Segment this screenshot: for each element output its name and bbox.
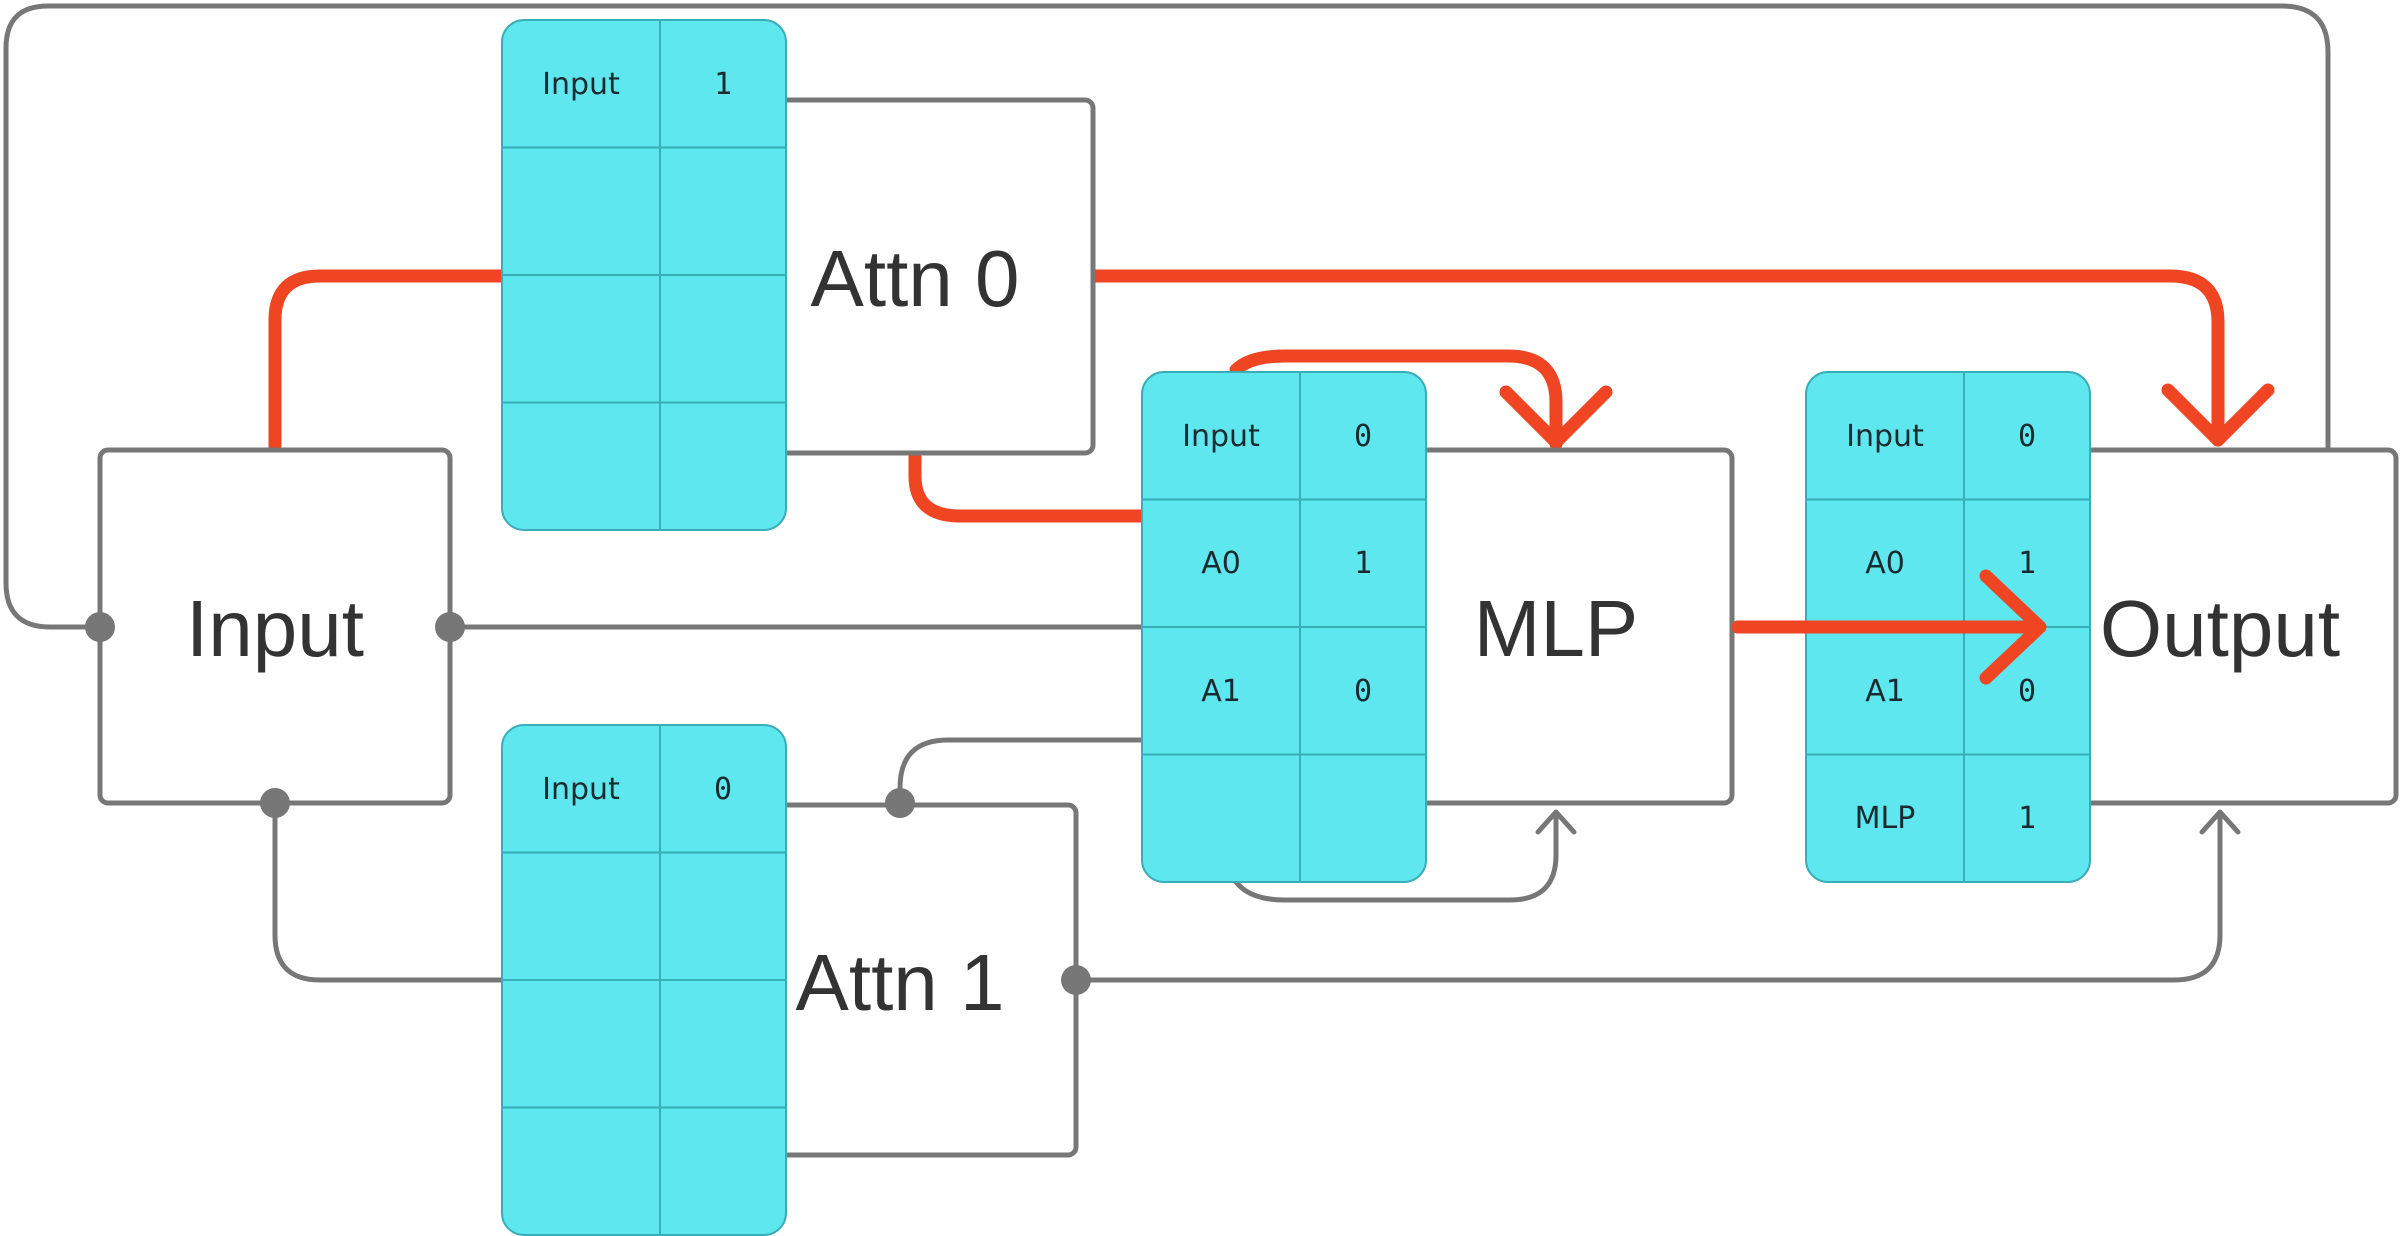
wire-attn1-to-output [1073, 812, 2223, 983]
highlight-input-to-attn0 [268, 269, 509, 453]
table-cell-key: Input [1182, 419, 1260, 454]
table-cell-value: 0 [1354, 419, 1372, 454]
node-labels: Input Attn 0 Attn 1 MLP Output [186, 234, 2340, 1027]
attn0-attention-table: Input 1 [501, 19, 787, 531]
attn0-label: Attn 0 [810, 234, 1019, 323]
table-cell-value: 1 [2018, 801, 2036, 836]
table-cell-value: 0 [714, 772, 732, 807]
highlight-mlp-loop-top [1229, 349, 1563, 451]
highlight-attn0-to-mlp [908, 450, 1149, 523]
attn1-label: Attn 1 [795, 938, 1004, 1027]
wire-mlp-self-loop [1233, 812, 1559, 903]
highlight-attn0-to-output [1089, 269, 2225, 447]
output-label: Output [2100, 584, 2340, 673]
table-cell-key: Input [542, 772, 620, 807]
table-cell-value: 1 [714, 67, 732, 102]
table-cell-value: 0 [1354, 674, 1372, 709]
mlp-input-table: Input 0 A0 1 A1 0 [1141, 371, 1427, 883]
mlp-label: MLP [1474, 584, 1639, 673]
table-cell-key: A0 [1865, 546, 1905, 581]
input-bottom-port[interactable] [260, 788, 290, 818]
table-cell-key: Input [1846, 419, 1924, 454]
ports [85, 612, 1091, 995]
table-cell-key: A1 [1201, 674, 1241, 709]
table-cell-value: 0 [2018, 419, 2036, 454]
input-right-port[interactable] [435, 612, 465, 642]
highlight-mlp-to-output-overlay [1731, 569, 2047, 685]
table-cell-key: A1 [1865, 674, 1905, 709]
table-cell-value: 1 [2018, 546, 2036, 581]
attn1-attention-table: Input 0 [501, 724, 787, 1236]
table-cell-value: 1 [1354, 546, 1372, 581]
gray-arrowhead-mlp-bottom [1535, 809, 1577, 835]
highlight-arrowhead-mlp-top [1499, 385, 1613, 449]
wire-input-to-output-outer-loop [3, 3, 2383, 630]
attn1-right-port[interactable] [1061, 965, 1091, 995]
table-cell-key: Input [542, 67, 620, 102]
input-left-port[interactable] [85, 612, 115, 642]
wire-input-to-attn1 [272, 800, 505, 983]
table-cell-value: 0 [2018, 674, 2036, 709]
attn1-top-port[interactable] [885, 788, 915, 818]
gray-wires [3, 3, 2393, 983]
table-cell-key: MLP [1855, 801, 1916, 836]
input-label: Input [186, 584, 364, 673]
highlight-arrowhead-output-top [2161, 383, 2275, 447]
highlight-arrowhead-mlp-to-output [1979, 569, 2047, 685]
gray-arrowhead-output-bottom [2199, 809, 2241, 835]
wire-attn1-to-mlp [897, 737, 1145, 806]
table-cell-key: A0 [1201, 546, 1241, 581]
